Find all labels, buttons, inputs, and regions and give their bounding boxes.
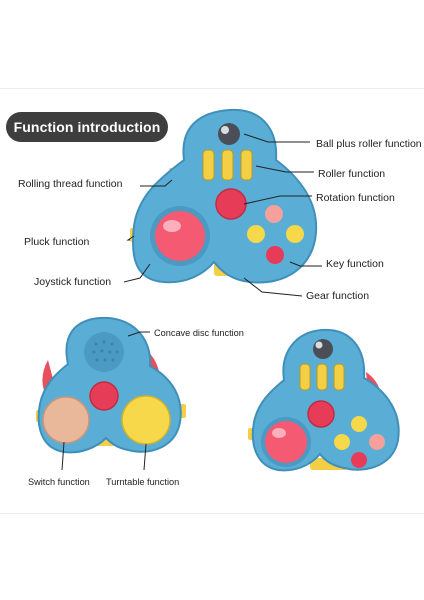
function-introduction-title: Function introduction — [6, 112, 168, 142]
label-concave-disc: Concave disc function — [154, 328, 244, 338]
label-turntable: Turntable function — [106, 477, 180, 487]
bottom-right-fidget-toy — [248, 328, 400, 472]
label-key: Key function — [326, 258, 384, 270]
metal-ball — [218, 123, 240, 145]
concave-disc — [84, 332, 124, 372]
roller-3 — [240, 149, 253, 181]
bottom-left-fidget-toy — [36, 316, 186, 454]
center-button — [89, 381, 119, 411]
top-fidget-toy — [130, 108, 318, 284]
label-pluck: Pluck function — [24, 236, 90, 248]
label-rolling-thread: Rolling thread function — [18, 178, 123, 190]
callout-lines-top — [123, 133, 322, 297]
label-rotation: Rotation function — [316, 192, 395, 204]
key-right — [286, 225, 304, 243]
joystick — [155, 211, 205, 261]
callout-lines-bottom-left — [61, 331, 150, 471]
label-roller: Roller function — [318, 168, 386, 180]
label-gear: Gear function — [306, 290, 370, 302]
key-top — [265, 205, 283, 223]
key-left — [247, 225, 265, 243]
turntable-disc — [121, 395, 171, 445]
key-bottom — [266, 246, 284, 264]
roller-1 — [202, 149, 215, 181]
rotation-button — [215, 188, 247, 220]
switch-disc — [42, 396, 90, 444]
roller-2 — [221, 149, 234, 181]
label-ball-roller: Ball plus roller function — [316, 138, 422, 150]
label-switch: Switch function — [28, 477, 90, 487]
label-joystick: Joystick function — [34, 276, 112, 288]
